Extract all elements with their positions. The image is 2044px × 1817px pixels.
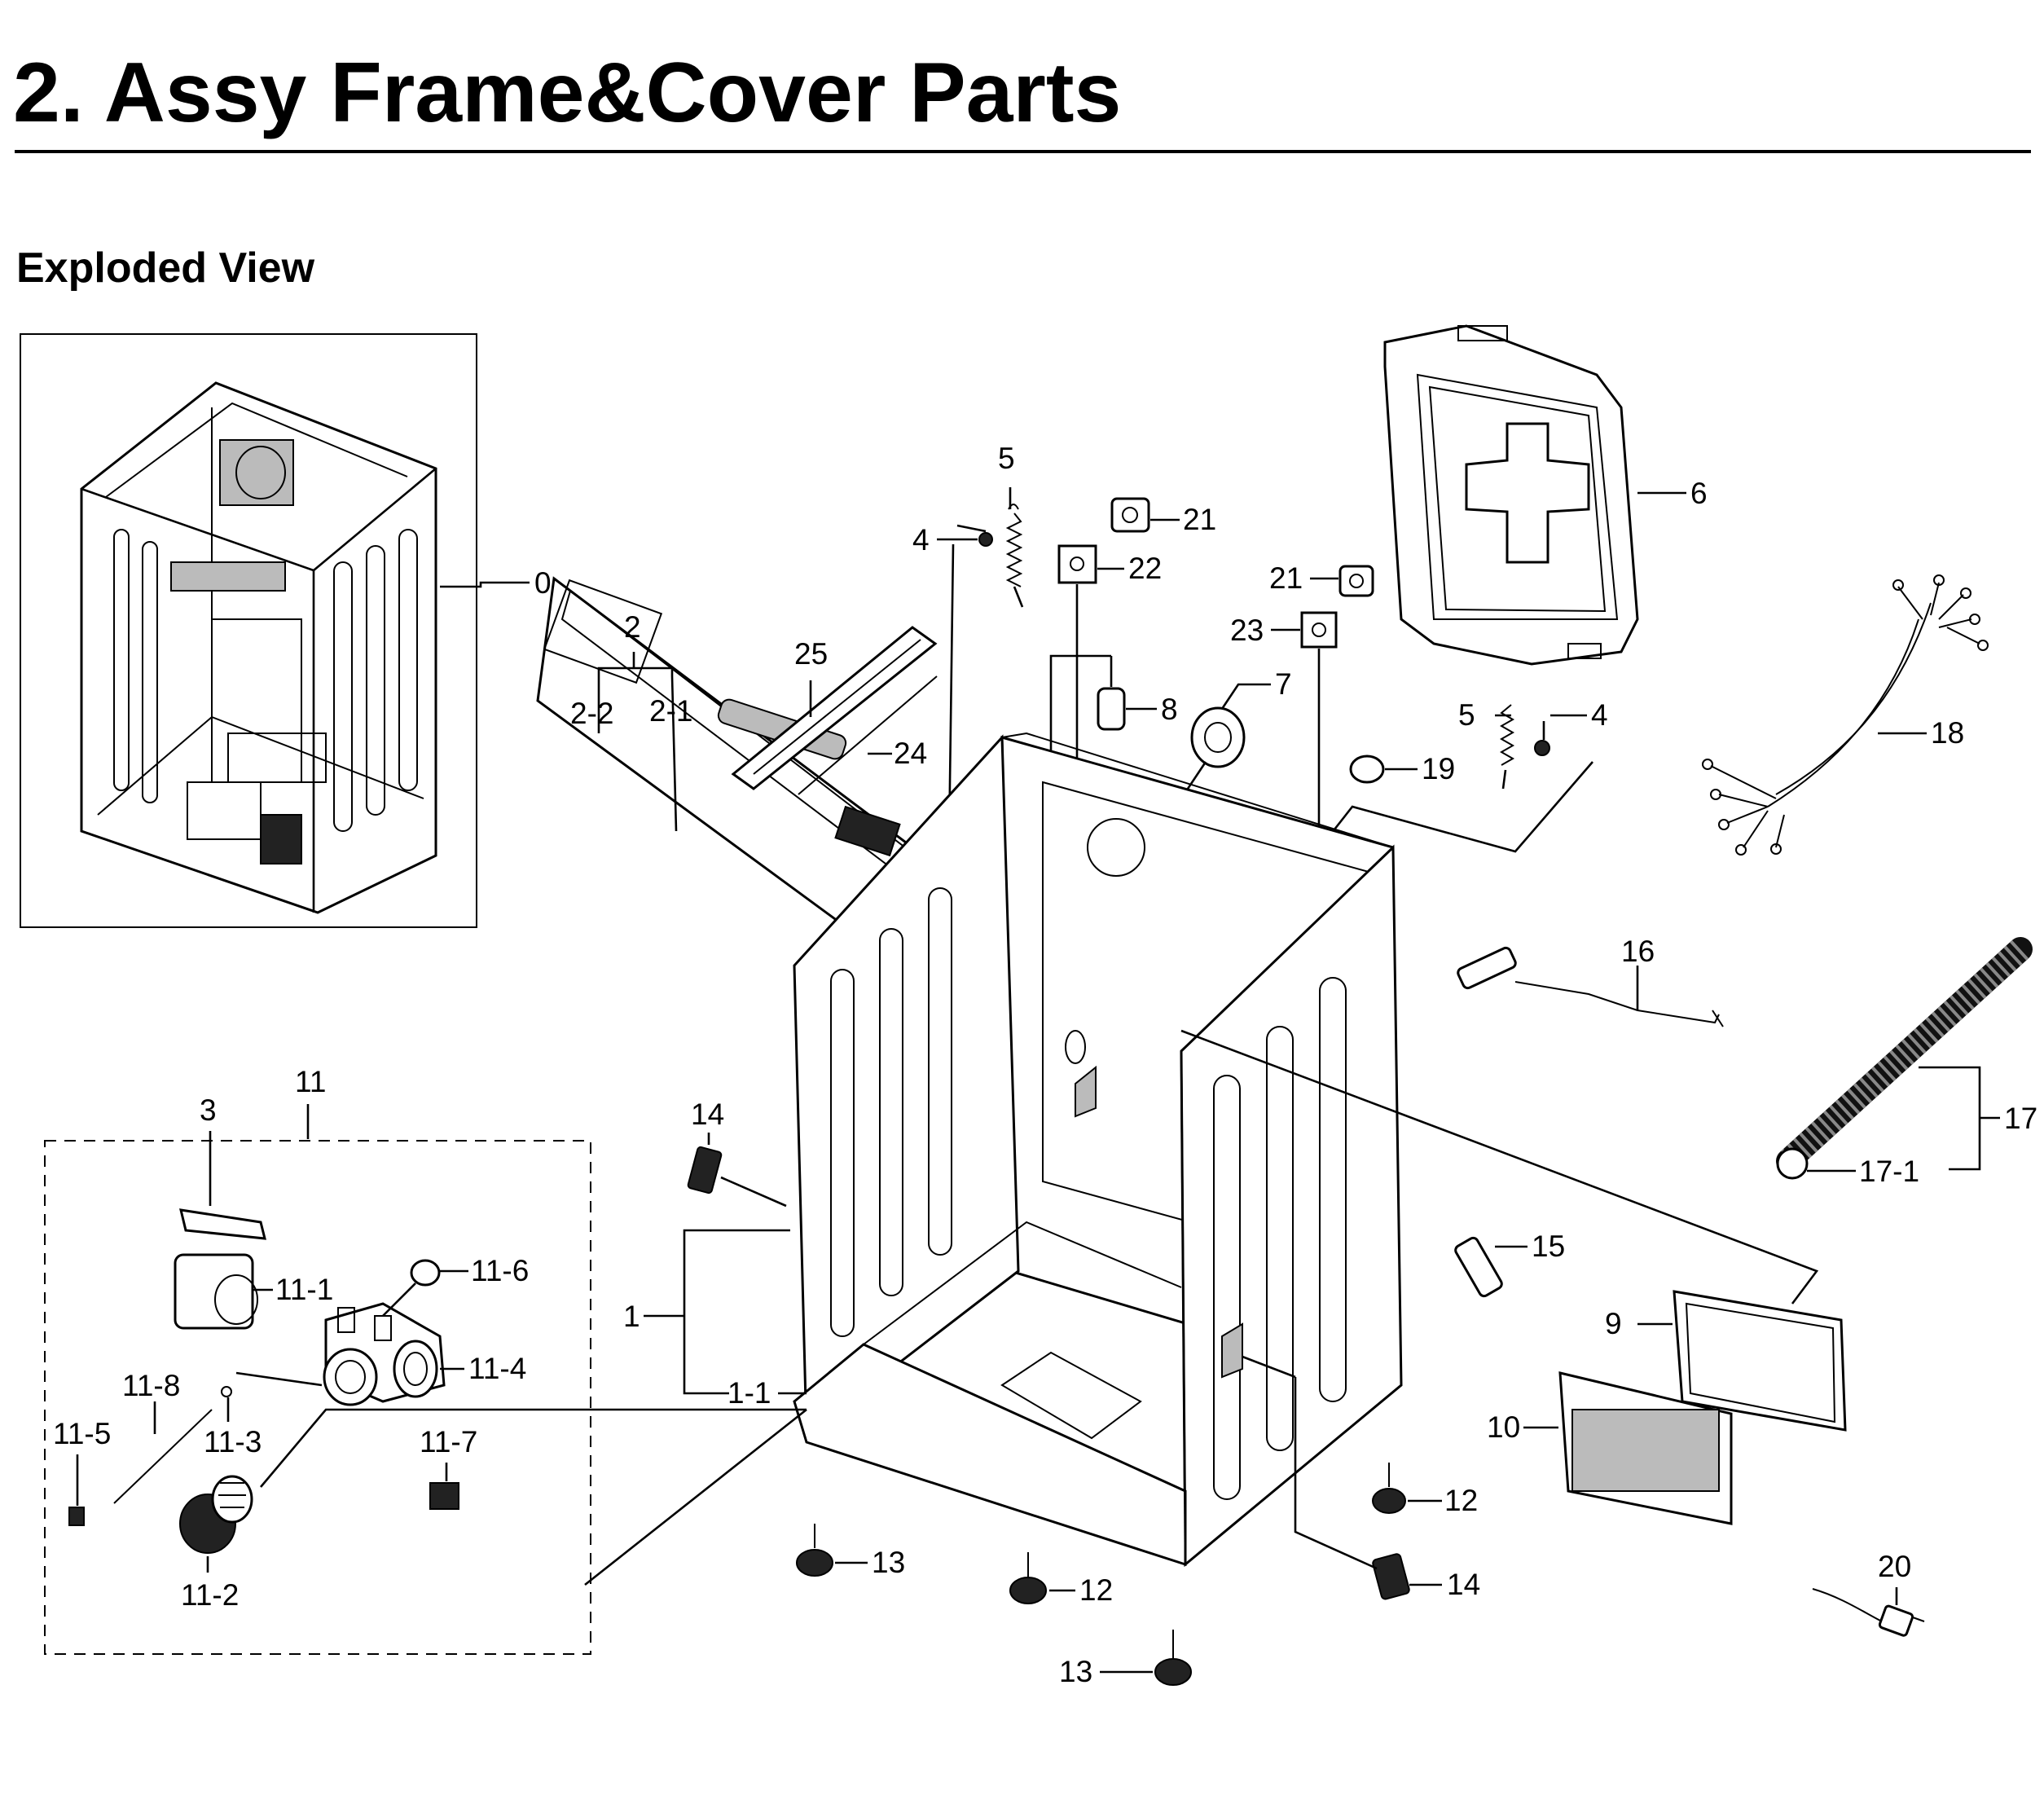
callout-1-1: 1-1 — [727, 1376, 771, 1410]
part-19-clip — [1349, 755, 1418, 784]
section-subtitle: Exploded View — [16, 244, 315, 292]
callout-11-8: 11-8 — [122, 1369, 180, 1402]
callout-2-1: 2-1 — [649, 694, 692, 728]
callout-10: 10 — [1487, 1410, 1520, 1444]
callout-2-2: 2-2 — [570, 697, 613, 730]
callout-13-left: 13 — [872, 1546, 905, 1579]
callout-23: 23 — [1230, 614, 1264, 647]
callout-13-bottom: 13 — [1059, 1655, 1092, 1688]
callout-4-top: 4 — [912, 523, 930, 557]
callout-14-left: 14 — [691, 1098, 724, 1131]
part-11-5-cap — [68, 1454, 85, 1526]
part-11-7-block — [429, 1463, 459, 1510]
part-11-2-filter — [179, 1475, 253, 1573]
title-rule — [15, 150, 2031, 153]
callout-9: 9 — [1605, 1307, 1622, 1340]
part-3-bracket — [179, 1131, 266, 1240]
callout-0: 0 — [534, 566, 552, 600]
callout-14-right: 14 — [1447, 1568, 1480, 1601]
part-11-8-hose — [113, 1401, 213, 1504]
callout-19: 19 — [1422, 752, 1455, 785]
assembled-view-inset — [20, 333, 530, 928]
callout-5-right: 5 — [1458, 698, 1475, 732]
callout-7: 7 — [1275, 667, 1292, 701]
callout-22: 22 — [1128, 552, 1162, 585]
part-25-rail — [731, 626, 938, 790]
part-15-sensor — [1454, 1236, 1528, 1298]
callout-15: 15 — [1532, 1230, 1565, 1263]
part-11-3-clamp — [221, 1371, 323, 1422]
callout-12-right: 12 — [1444, 1484, 1478, 1517]
part-12-foot-center — [1009, 1552, 1075, 1604]
part-13-foot-bottom — [1100, 1630, 1192, 1686]
part-21-bracket-a — [1110, 497, 1180, 533]
part-17-hose — [1776, 937, 2033, 1180]
callout-6: 6 — [1690, 477, 1708, 510]
part-24-rod — [798, 675, 938, 795]
part-11-1-motor — [174, 1253, 273, 1330]
callout-17-1: 17-1 — [1859, 1155, 1919, 1188]
callout-5-top: 5 — [998, 442, 1015, 475]
part-11-6-seal — [382, 1259, 468, 1317]
callout-11: 11 — [295, 1065, 326, 1098]
callout-11-4: 11-4 — [468, 1352, 526, 1385]
callout-21-right: 21 — [1269, 561, 1303, 595]
part-21-bracket-b — [1310, 565, 1374, 597]
callout-11-1: 11-1 — [275, 1273, 333, 1306]
callout-17: 17 — [2004, 1102, 2037, 1135]
part-14-handle-right — [1242, 1355, 1442, 1600]
page-title: 2. Assy Frame&Cover Parts — [13, 46, 1122, 140]
callout-4-right: 4 — [1591, 698, 1608, 732]
part-5-spring-left — [1005, 487, 1024, 608]
callout-12-center: 12 — [1079, 1573, 1113, 1607]
part-20-power-cord — [1812, 1587, 1925, 1637]
callout-11-5: 11-5 — [53, 1417, 111, 1450]
part-11-pump-assembly — [44, 1104, 807, 1655]
part-11-4-pump-body — [323, 1302, 464, 1406]
callout-18: 18 — [1931, 716, 1964, 750]
callout-11-3: 11-3 — [204, 1425, 262, 1458]
callout-11-6: 11-6 — [471, 1254, 529, 1287]
part-9-panel — [1180, 1029, 1847, 1432]
part-5-spring-right — [1495, 704, 1515, 790]
callout-24: 24 — [894, 737, 927, 770]
callout-16: 16 — [1621, 935, 1655, 968]
callout-11-2: 11-2 — [181, 1578, 239, 1612]
callout-11-7: 11-7 — [420, 1425, 477, 1458]
callout-2: 2 — [624, 610, 641, 644]
part-6-cover-frame — [1383, 324, 1686, 666]
callout-3: 3 — [200, 1093, 217, 1127]
callout-20: 20 — [1878, 1550, 1911, 1583]
part-12-foot-right — [1372, 1463, 1442, 1514]
part-1-cabinet — [644, 732, 1403, 1568]
part-14-handle-left — [687, 1133, 787, 1208]
callout-8: 8 — [1161, 693, 1178, 726]
part-10-drawer-housing — [1523, 1371, 1733, 1525]
part-23-plate — [1271, 611, 1338, 896]
part-16-lever — [1457, 946, 1724, 1027]
callout-21-top: 21 — [1183, 503, 1216, 536]
part-18-wire-harness — [1702, 574, 1989, 856]
callout-1: 1 — [623, 1300, 640, 1333]
part-13-foot-left — [796, 1524, 868, 1577]
callout-25: 25 — [794, 637, 828, 671]
